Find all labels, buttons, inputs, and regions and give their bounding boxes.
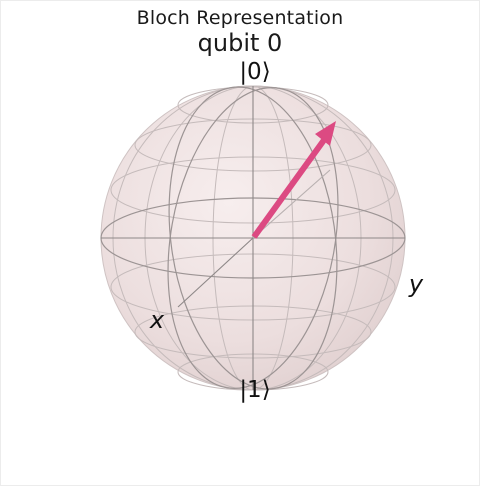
meridian-circle-b [167, 87, 339, 389]
label-x-axis: x [149, 306, 165, 334]
figure-title: Bloch Representation [136, 7, 344, 29]
state-vector-shaft [251, 138, 327, 239]
meridian-circle-a [168, 86, 338, 390]
state-vector [251, 121, 336, 239]
state-vector-arrowhead [315, 121, 336, 146]
label-y-axis: y [408, 270, 424, 298]
x-axis-line [177, 237, 254, 308]
axis-lines [101, 86, 405, 390]
figure-subtitle: qubit 0 [197, 29, 283, 57]
x-axis-line-back [252, 169, 331, 239]
label-ket-zero: |0⟩ [239, 59, 270, 85]
label-ket-one: |1⟩ [239, 377, 270, 403]
